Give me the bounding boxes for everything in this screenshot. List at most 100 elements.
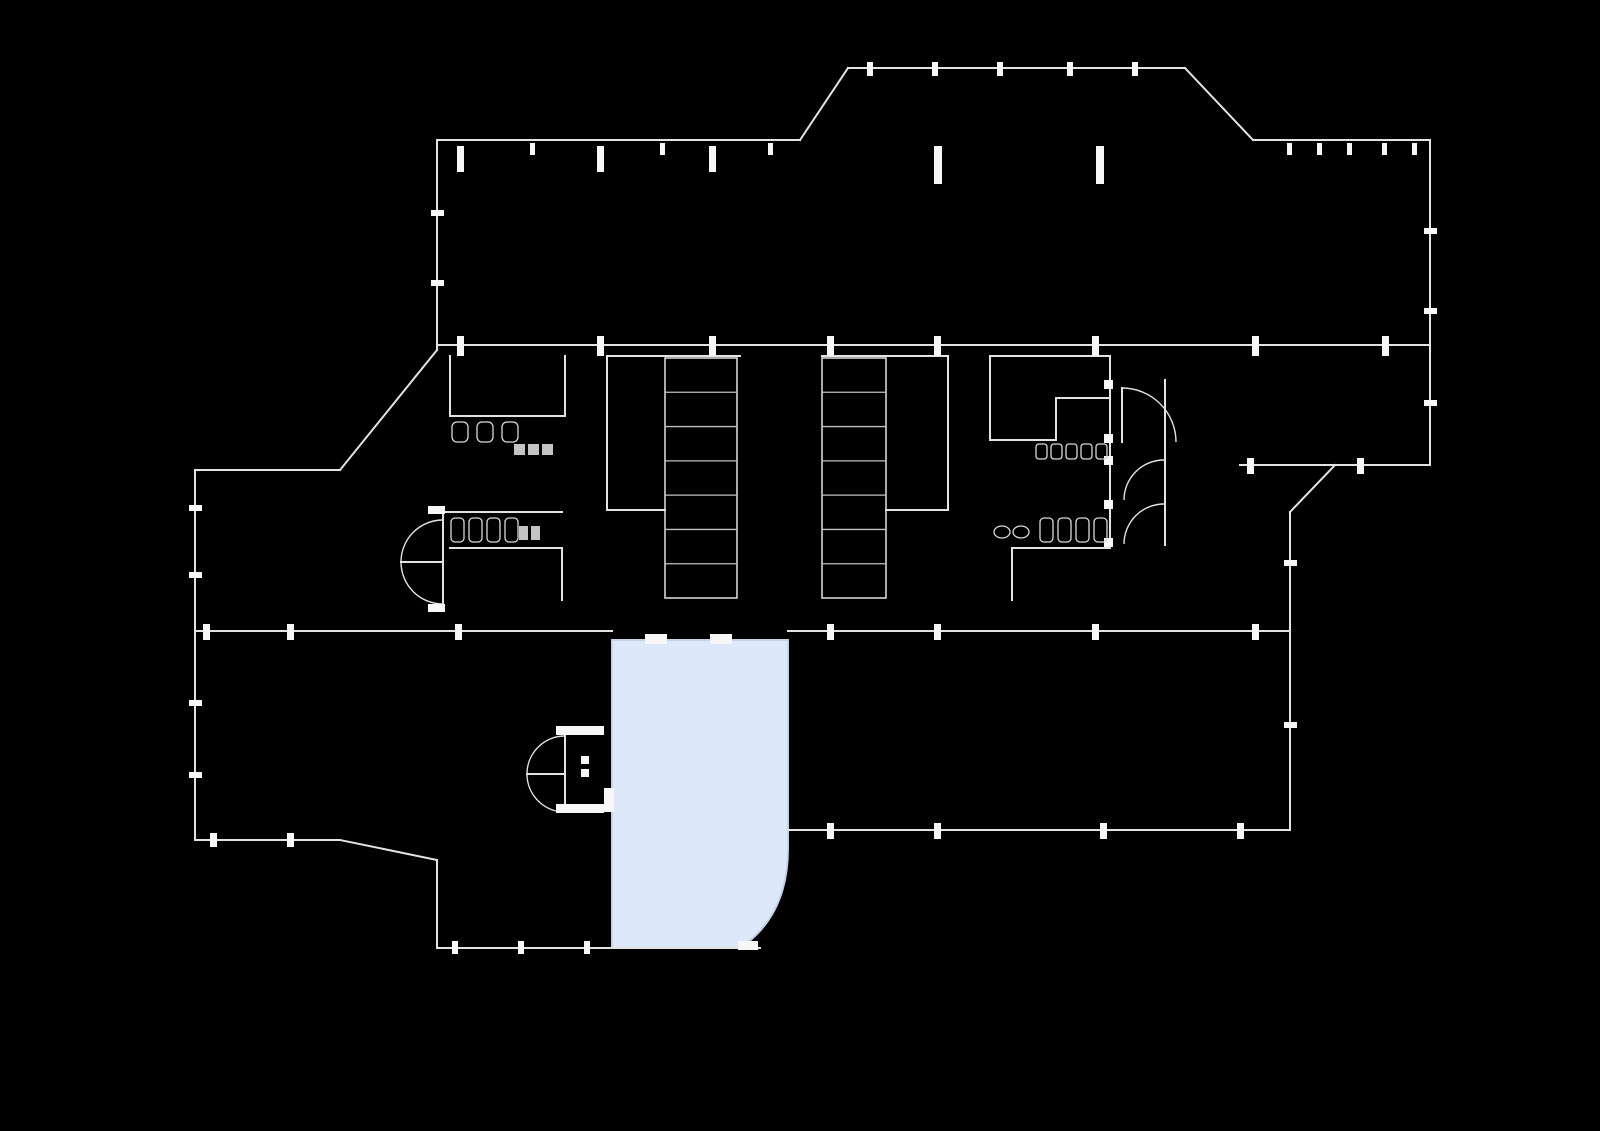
fixture-unit <box>531 526 540 540</box>
column <box>431 280 444 286</box>
door-swing-arc <box>1123 459 1165 501</box>
door-swing-arc <box>400 519 444 563</box>
door-frame <box>738 941 758 950</box>
column <box>210 833 217 847</box>
fixture-toilet <box>1095 443 1108 460</box>
column <box>455 624 462 640</box>
fixture-toilet <box>1065 443 1078 460</box>
door-frame <box>1104 500 1113 509</box>
fixture-toilet <box>451 421 469 443</box>
door-frame <box>1104 538 1113 547</box>
fixture-toilet <box>1039 517 1054 543</box>
fixture-toilet <box>486 517 501 543</box>
fixture-toilet <box>504 517 519 543</box>
column <box>431 210 444 216</box>
column <box>660 143 665 155</box>
door-frame <box>581 756 589 764</box>
column <box>1382 336 1389 356</box>
fixture-toilet <box>1093 517 1108 543</box>
fixture-toilet <box>476 421 494 443</box>
column <box>1412 143 1417 155</box>
column <box>287 624 294 640</box>
door-frame <box>556 726 604 735</box>
stair-run <box>821 357 887 599</box>
column <box>997 62 1003 76</box>
fixture-unit <box>542 444 553 455</box>
column <box>1287 143 1292 155</box>
column <box>597 146 604 172</box>
stair-run <box>664 357 738 599</box>
door-frame <box>556 804 604 813</box>
column <box>827 823 834 839</box>
column <box>287 833 294 847</box>
fixture-toilet <box>501 421 519 443</box>
column <box>1132 62 1138 76</box>
column <box>768 143 773 155</box>
fixture-sink <box>993 525 1011 539</box>
door-frame <box>1104 380 1113 389</box>
column <box>709 336 716 356</box>
column <box>1357 458 1364 474</box>
door-frame <box>710 634 732 644</box>
door-swing-arc <box>526 735 566 775</box>
column <box>1237 823 1244 839</box>
door-frame <box>1104 456 1113 465</box>
column <box>934 823 941 839</box>
column <box>1067 62 1073 76</box>
column <box>1424 308 1437 314</box>
wall-segment <box>1288 463 1337 514</box>
column <box>1284 722 1297 728</box>
fixture-toilet <box>1035 443 1048 460</box>
column <box>934 146 942 184</box>
column <box>457 336 464 356</box>
column <box>189 772 202 778</box>
column <box>827 336 834 356</box>
column <box>932 62 938 76</box>
column <box>1317 143 1322 155</box>
column <box>1347 143 1352 155</box>
door-swing-arc <box>1123 503 1165 545</box>
column <box>934 624 941 640</box>
highlighted-room[interactable] <box>611 639 789 949</box>
column <box>1096 146 1104 184</box>
door-swing-arc <box>1121 387 1177 443</box>
wall-segment <box>798 66 850 142</box>
column <box>867 62 873 76</box>
column <box>189 700 202 706</box>
fixture-unit <box>519 526 528 540</box>
column <box>518 941 524 954</box>
wall-segment <box>338 348 439 472</box>
fixture-toilet <box>1075 517 1090 543</box>
column <box>597 336 604 356</box>
fixture-toilet <box>1080 443 1093 460</box>
column <box>1252 336 1259 356</box>
column <box>457 146 464 172</box>
column <box>1092 336 1099 356</box>
column <box>1284 560 1297 566</box>
column <box>189 572 202 578</box>
door-frame <box>1104 434 1113 443</box>
fixture-unit <box>514 444 525 455</box>
column <box>530 143 535 155</box>
column <box>1252 624 1259 640</box>
column <box>934 336 941 356</box>
door-swing-arc <box>400 561 444 605</box>
wall-segment <box>1183 66 1255 142</box>
column <box>1424 400 1437 406</box>
column <box>1247 458 1254 474</box>
door-frame <box>428 604 445 612</box>
column <box>189 505 202 511</box>
fixture-toilet <box>1057 517 1072 543</box>
wall-segment <box>338 838 439 862</box>
column <box>1382 143 1387 155</box>
column <box>1100 823 1107 839</box>
door-frame <box>604 788 614 812</box>
door-frame <box>645 634 667 644</box>
column <box>452 941 458 954</box>
column <box>1424 228 1437 234</box>
fixture-toilet <box>468 517 483 543</box>
column <box>203 624 210 640</box>
